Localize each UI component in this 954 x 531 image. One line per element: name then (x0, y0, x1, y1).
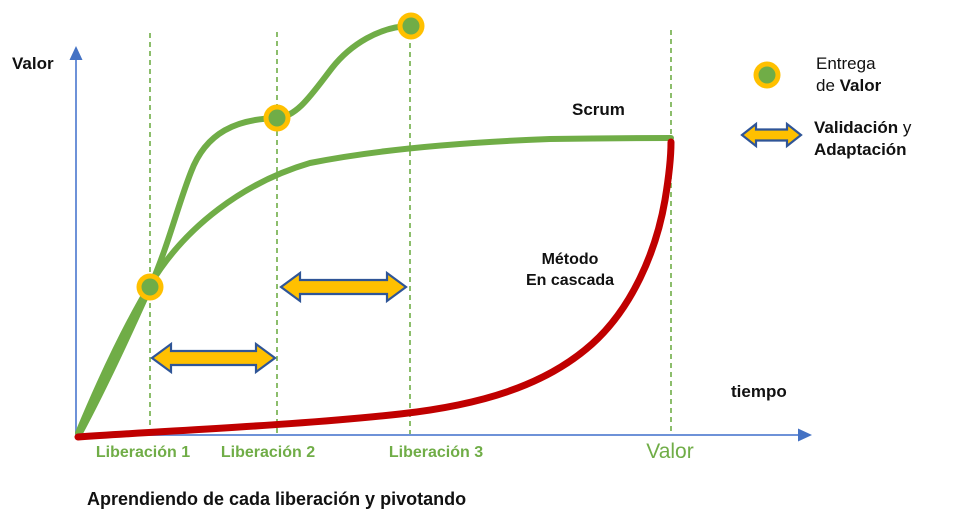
legend-glyphs (740, 61, 803, 149)
validation-adaptation-arrows (150, 270, 408, 375)
legend-delivery-marker-inner-icon (758, 66, 776, 84)
release-label: Liberación 2 (220, 444, 316, 461)
value-delivery-marker-inner-icon (402, 17, 420, 35)
legend-entrega-line2-bold: Valor (839, 76, 882, 95)
validation-adaptation-arrow-icon (279, 270, 408, 304)
value-delivery-marker-inner-icon (268, 109, 286, 127)
legend-validation-arrow-icon (740, 121, 803, 149)
waterfall-curve (74, 138, 675, 441)
release-label: Liberación 1 (95, 444, 191, 461)
waterfall-label-line1: Método (541, 251, 599, 268)
legend-validacion-adaptacion: Validación y Adaptación (814, 117, 911, 161)
scrum-curve (75, 135, 674, 436)
x-axis-label: tiempo (731, 382, 787, 401)
value-delivery-marker-inner-icon (141, 278, 159, 296)
x-axis-end-value-label: Valor (646, 440, 694, 463)
waterfall-label-line2: En cascada (525, 272, 615, 289)
value-delivery-markers (136, 12, 425, 301)
release-label: Liberación 3 (388, 444, 484, 461)
waterfall-curve-label: Método En cascada (500, 249, 640, 291)
incremental-delivery-curve (77, 23, 414, 436)
validation-adaptation-arrow-icon (150, 341, 277, 375)
scrum-curve-label: Scrum (572, 100, 625, 119)
x-axis-arrowhead-icon (798, 428, 812, 442)
diagram-caption: Aprendiendo de cada liberación y pivotan… (87, 489, 467, 509)
y-axis-arrowhead-icon (69, 46, 83, 60)
legend-entrega-de-valor: Entrega de Valor (816, 53, 881, 97)
legend-validacion-suffix: y (898, 118, 912, 137)
legend-entrega-line2-prefix: de (816, 76, 840, 95)
legend-validacion-bold: Validación (814, 118, 899, 137)
release-labels-row: Liberación 1 Liberación 2 Liberación 3 (0, 444, 954, 464)
y-axis-label: Valor (12, 54, 54, 73)
legend-entrega-line1: Entrega (816, 54, 876, 73)
legend-adaptacion-bold: Adaptación (814, 140, 907, 159)
release-dashed-lines (149, 30, 672, 435)
